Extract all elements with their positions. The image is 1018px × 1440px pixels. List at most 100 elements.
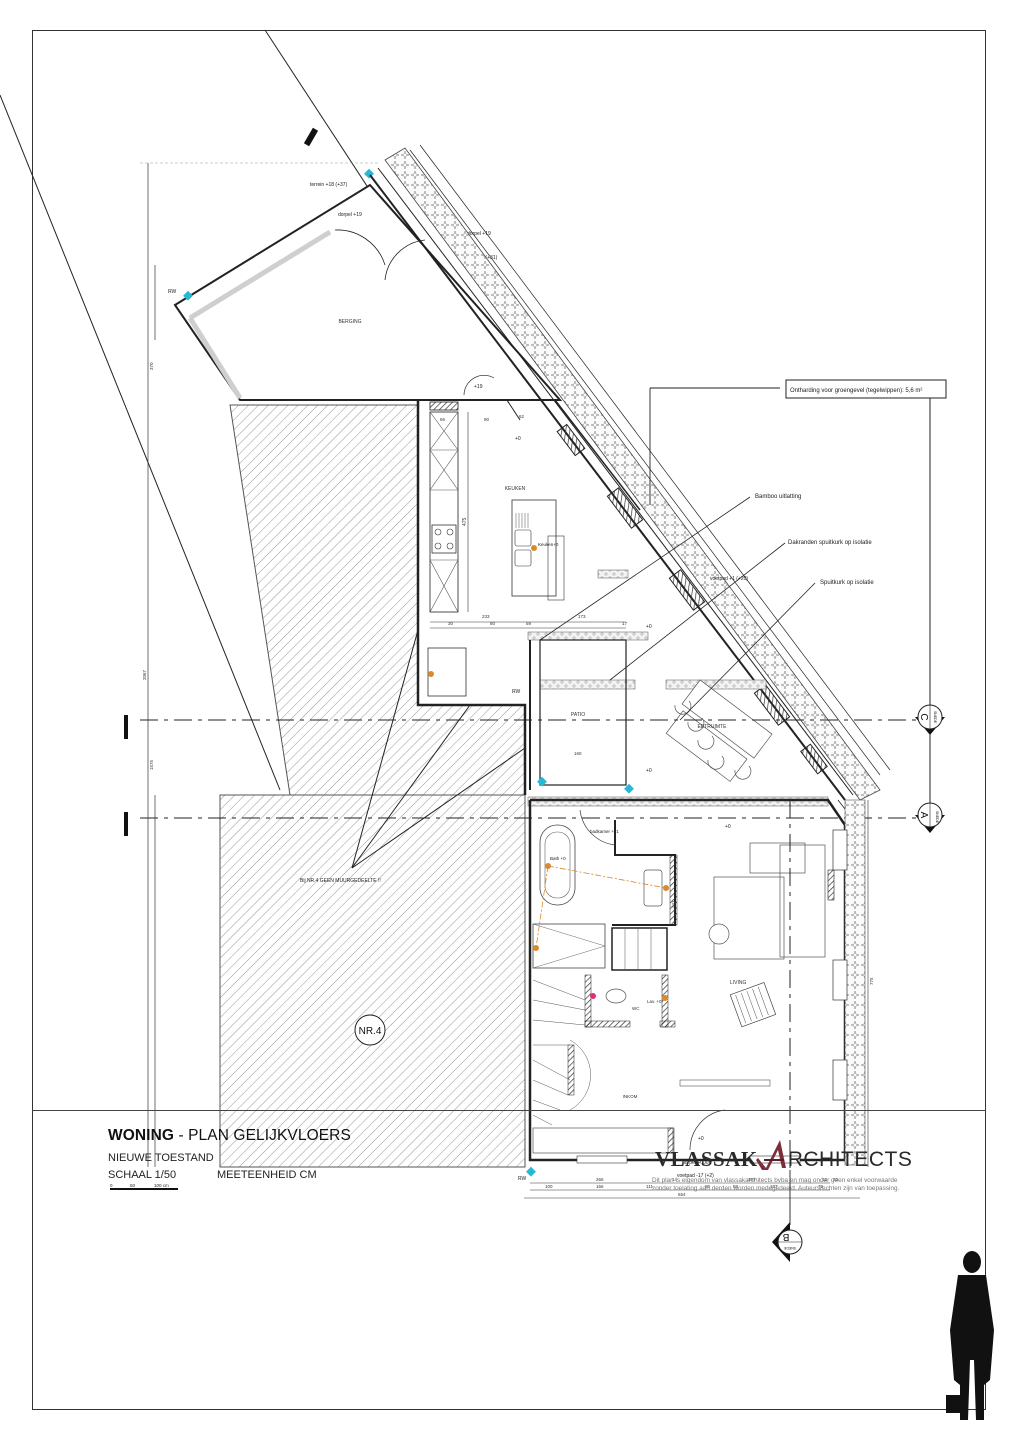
rw-marker [537,776,547,787]
svg-text:775: 775 [869,977,874,985]
svg-text:2067: 2067 [142,669,147,680]
svg-text:160: 160 [574,751,582,756]
plan-title-bold: WONING [108,1127,175,1144]
svg-text:370: 370 [149,362,154,370]
room-label-patio: PATIO [571,712,585,718]
plan-title-rest: - PLAN GELIJKVLOERS [174,1127,351,1144]
svg-text:62: 62 [519,414,525,419]
plan-subtitle: NIEUWE TOESTAND [108,1152,214,1164]
light-point [428,671,434,677]
svg-text:14: 14 [672,1177,678,1182]
annotation-spuitkurk: Spuitkurk op isolatie [820,580,874,586]
room-label-eetruimte: EETRUIMTE [698,724,728,730]
svg-text:+0: +0 [725,824,731,830]
copyright-disclaimer: Dit plan is eigendom van vlassakarchitec… [652,1177,900,1192]
svg-text:66: 66 [440,417,446,422]
annotation-bamboo: Bamboo uitlatting [755,494,801,500]
neighbour-label: NR.4 [359,1026,382,1037]
svg-text:475: 475 [462,517,468,526]
section-marker-b: B SNEDE [772,1222,803,1262]
svg-text:90: 90 [484,417,490,422]
svg-text:+19: +19 [474,384,483,390]
cooktop [431,524,457,554]
svg-text:654: 654 [678,1192,686,1197]
svg-text:80: 80 [705,1184,711,1189]
plan-units: MEETEENHEID CM [217,1169,317,1181]
annotation-geen-muur: Bij NR.4 GEEN MUURGEDEELTE !! [300,878,381,884]
drawing-frame [32,30,986,1410]
plan-scale: SCHAAL 1/50 [108,1169,177,1181]
firm-logo: VLASSAK RCHITECTS [655,1140,912,1172]
svg-text:A: A [918,812,929,819]
svg-text:307: 307 [748,1177,756,1182]
plan-title: WONING - PLAN GELIJKVLOERS [108,1127,351,1145]
title-block [32,1110,986,1411]
kitchen-counter [429,411,459,613]
svg-text:266: 266 [596,1177,604,1182]
patio [539,639,627,786]
annotation-dakranden: Dakranden spuitkurk op isolatie [788,540,872,546]
svg-text:107: 107 [770,1184,778,1189]
svg-text:173: 173 [578,614,586,619]
svg-text:+0: +0 [646,768,652,774]
svg-text:58: 58 [733,1184,739,1189]
scale-bar: 0 50 100 cm [110,1183,178,1190]
property-line [0,94,281,791]
north-marker [303,127,319,147]
svg-text:59: 59 [526,621,532,626]
room-label-berging: BERGING [338,319,361,325]
level-dorpel-top: dorpel +19 [338,212,362,218]
svg-text:12: 12 [822,1177,828,1182]
svg-text:RW: RW [168,289,177,295]
level-badkamer: badkamer +71 [590,829,619,834]
svg-text:SNEDE: SNEDE [935,811,939,824]
svg-text:80: 80 [490,621,496,626]
level-terrein-top: terrein +18 (+37) [310,182,348,188]
room-label-wc: WC [632,1006,640,1011]
svg-text:SNEDE: SNEDE [933,711,937,724]
svg-text:Keuken+0: Keuken+0 [538,542,559,547]
berging-room [173,183,563,401]
svg-text:23: 23 [833,1177,839,1182]
rw-marker [624,783,634,794]
svg-text:50: 50 [130,1183,136,1188]
bathtub [539,824,576,906]
neighbour-hatched-upper [229,404,526,796]
ontharding-callout [785,379,947,399]
svg-text:233: 233 [482,614,490,619]
logo-a-mark-icon [755,1140,786,1170]
rw-marker [526,1166,536,1177]
svg-text:100: 100 [545,1184,553,1189]
level-dorpel-right: dorpel +19 [467,231,491,237]
svg-text:C: C [918,713,929,720]
section-marker-c: C SNEDE [915,704,945,735]
party-wall [416,400,527,795]
logo-part2: RCHITECTS [787,1148,913,1171]
room-label-keuken: KEUKEN [505,486,526,492]
svg-text:+0: +0 [646,624,652,630]
green-facade-strip [384,147,881,801]
rw-marker [183,290,193,301]
svg-text:100 cm: 100 cm [154,1183,169,1188]
svg-text:+0: +0 [698,1136,704,1142]
armchair [729,982,777,1028]
svg-text:Lav. +0: Lav. +0 [647,999,662,1004]
neighbour-hatched-lower [219,794,526,1168]
side-table [708,923,730,945]
svg-text:voetpad +1 (+20): voetpad +1 (+20) [710,576,748,582]
room-label-living: LIVING [730,980,747,986]
svg-text:+0: +0 [515,436,521,442]
svg-text:17: 17 [622,621,628,626]
shower [532,923,606,969]
logo-part1: VLASSAK [655,1147,758,1171]
svg-text:79: 79 [818,1184,824,1189]
light-point [531,545,537,551]
svg-text:RW: RW [512,689,521,695]
svg-text:0: 0 [110,1183,113,1188]
toilet [605,988,627,1004]
svg-text:RW: RW [518,1176,527,1182]
svg-text:SNEDE: SNEDE [783,1246,796,1250]
house-outline-lower [528,798,847,1162]
